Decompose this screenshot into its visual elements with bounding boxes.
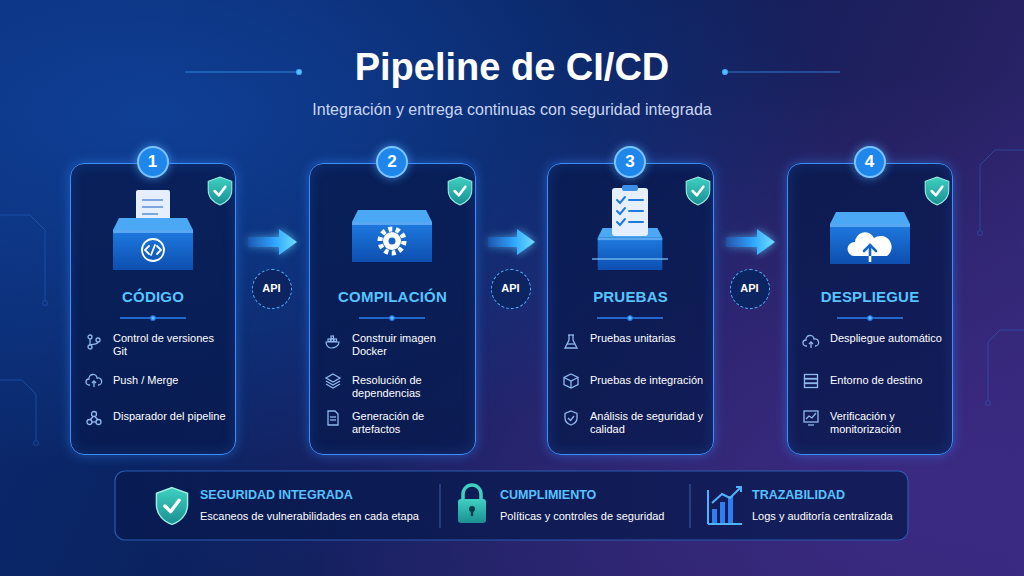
feature-item: TRAZABILIDAD Logs y auditoría centralizad… [752, 486, 902, 530]
step-number: 1 [137, 146, 169, 178]
api-badge: API [252, 269, 292, 309]
step-number: 3 [614, 146, 646, 178]
stage-card: DESPLIEGUE Despliegue automáticoEntorno d… [787, 163, 953, 455]
stage-step: Pruebas de integración [590, 374, 707, 387]
step-number-text: 3 [616, 148, 644, 176]
api-label: API [253, 270, 290, 307]
stage-heading: CÓDIGO [122, 288, 184, 305]
feature-item: CUMPLIMIENTO Políticas y controles de seg… [500, 486, 684, 530]
feature-text: Escaneos de vulnerabilidades en cada eta… [200, 510, 419, 522]
step-number-text: 2 [378, 148, 406, 176]
stage-step: Verificación y monitorización [830, 410, 946, 436]
stage-step: Generación de artefactos [352, 410, 469, 436]
flow-arrow [488, 229, 535, 255]
stage-heading: COMPILACIÓN [338, 288, 447, 305]
stage-heading: PRUEBAS [593, 288, 668, 305]
stage-card: PRUEBAS Pruebas unitariasPruebas de integ… [547, 163, 714, 455]
feature-text: Logs y auditoría centralizada [752, 510, 893, 522]
flow-arrow [248, 229, 297, 255]
stage-card: CÓDIGO Control de versiones GitPush / Mer… [70, 163, 236, 455]
stage-heading: DESPLIEGUE [821, 288, 920, 305]
step-number-text: 4 [856, 148, 884, 176]
api-badge: API [730, 269, 770, 309]
stage-card: COMPILACIÓN Construir imagen DockerResolu… [309, 163, 476, 455]
stage-step: Entorno de destino [830, 374, 946, 387]
stage-step: Disparador del pipeline [113, 410, 229, 423]
step-number-text: 1 [139, 148, 167, 176]
stage-step: Construir imagen Docker [352, 332, 469, 358]
feature-item: SEGURIDAD INTEGRADA Escaneos de vulnerabi… [200, 486, 432, 530]
stage-step: Resolución de dependencias [352, 374, 469, 400]
feature-heading: CUMPLIMIENTO [500, 488, 596, 502]
feature-heading: TRAZABILIDAD [752, 488, 845, 502]
stage-step: Push / Merge [113, 374, 229, 387]
api-label: API [492, 270, 529, 307]
api-badge: API [491, 269, 531, 309]
feature-text: Políticas y controles de seguridad [500, 510, 664, 522]
diagram-title: Pipeline de CI/CD [0, 46, 1024, 89]
feature-heading: SEGURIDAD INTEGRADA [200, 488, 353, 502]
step-number: 4 [854, 146, 886, 178]
stage-step: Control de versiones Git [113, 332, 229, 358]
subtitle: Integración y entrega continuas con segu… [0, 101, 1024, 119]
api-label: API [731, 270, 768, 307]
step-number: 2 [376, 146, 408, 178]
stage-step: Análisis de seguridad y calidad [590, 410, 707, 436]
flow-arrow [726, 229, 775, 255]
stage-step: Despliegue automático [830, 332, 946, 345]
stage-step: Pruebas unitarias [590, 332, 707, 345]
